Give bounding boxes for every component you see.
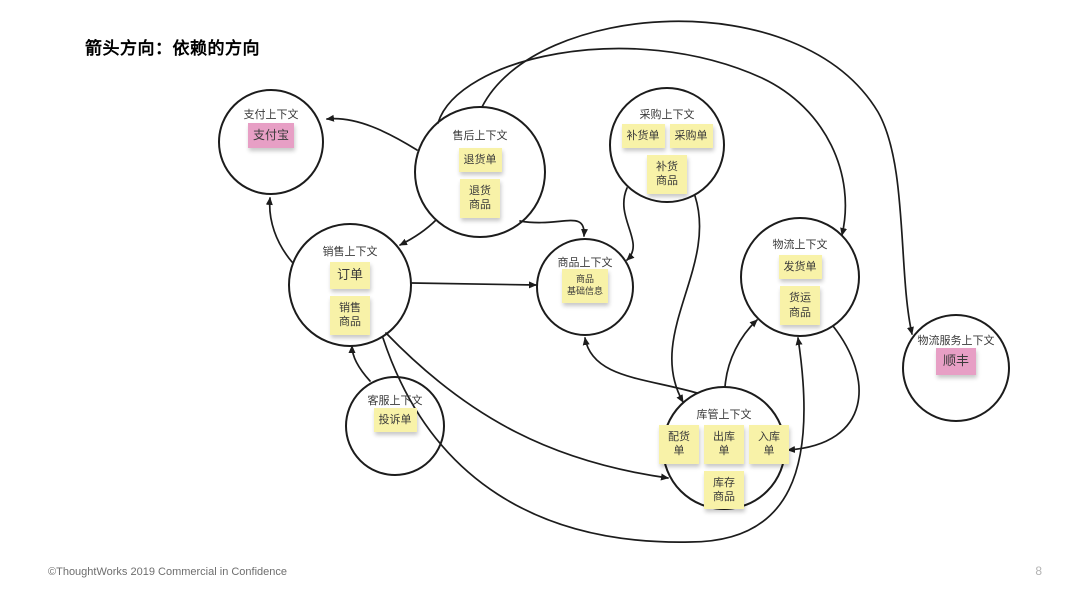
sticky-note: 配货单 (659, 425, 699, 464)
footer-copyright: ©ThoughtWorks 2019 Commercial in Confide… (48, 566, 288, 578)
sticky-notes-customer-service: 投诉单 (347, 407, 443, 433)
arrow-customer-service-to-sales (348, 345, 371, 382)
note-row: 销售 商品 (330, 296, 370, 335)
note-row: 补货单采购单 (621, 123, 713, 149)
sticky-notes-procurement: 补货单采购单补货 商品 (611, 123, 723, 194)
context-circle-aftersales: 售后上下文退货单退货 商品 (414, 106, 546, 238)
sticky-notes-sales: 订单销售 商品 (290, 262, 410, 335)
note-row: 退货 商品 (460, 178, 500, 218)
note-row: 货运 商品 (780, 286, 820, 325)
arrow-aftersales-to-logistics-service (481, 20, 914, 335)
note-row: 商品 基础信息 (561, 269, 608, 303)
sticky-note: 发货单 (778, 254, 822, 280)
sticky-note: 货运 商品 (780, 286, 820, 325)
sticky-note: 补货单 (621, 123, 665, 149)
arrow-sales-to-payment (265, 197, 293, 263)
context-circle-customer-service: 客服上下文投诉单 (345, 376, 445, 476)
context-circle-logistics: 物流上下文发货单货运 商品 (740, 217, 860, 337)
context-circle-logistics-service: 物流服务上下文顺丰 (902, 314, 1010, 422)
sticky-notes-aftersales: 退货单退货 商品 (416, 147, 544, 218)
sticky-note: 投诉单 (373, 407, 417, 433)
context-label-payment: 支付上下文 (243, 109, 299, 122)
sticky-note: 销售 商品 (330, 296, 370, 335)
arrow-sales-to-product (411, 281, 537, 289)
note-row: 发货单 (778, 254, 822, 280)
sticky-note: 订单 (330, 262, 370, 290)
context-label-logistics-service: 物流服务上下文 (917, 334, 995, 347)
context-circle-product: 商品上下文商品 基础信息 (536, 238, 634, 336)
arrow-procurement-to-product (622, 187, 635, 261)
arrow-aftersales-to-product (519, 219, 588, 237)
arrow-aftersales-to-payment (326, 114, 418, 151)
context-circle-warehouse: 库管上下文配货单出库单入库单库存 商品 (659, 386, 789, 510)
sticky-notes-payment: 支付宝 (220, 122, 322, 149)
context-label-sales: 销售上下文 (322, 246, 378, 258)
sticky-notes-warehouse: 配货单出库单入库单库存 商品 (659, 425, 789, 510)
sticky-notes-product: 商品 基础信息 (538, 269, 632, 303)
sticky-note: 库存 商品 (704, 470, 744, 510)
arrow-aftersales-to-sales (399, 219, 437, 246)
context-circle-procurement: 采购上下文补货单采购单补货 商品 (609, 87, 725, 203)
sticky-note: 退货 商品 (460, 178, 500, 218)
arrow-procurement-to-warehouse (671, 195, 701, 403)
context-label-product: 商品上下文 (557, 257, 613, 270)
sticky-note: 入库单 (749, 425, 789, 464)
arrow-warehouse-to-logistics (724, 319, 758, 388)
note-row: 库存 商品 (704, 470, 744, 510)
page-title: 箭头方向：依赖的方向 (85, 39, 260, 58)
sticky-note: 支付宝 (247, 122, 294, 149)
sticky-note: 退货单 (458, 147, 502, 172)
arrow-logistics-to-warehouse (787, 325, 860, 453)
context-label-procurement: 采购上下文 (639, 108, 695, 121)
context-label-customer-service: 客服上下文 (367, 395, 423, 408)
sticky-note: 商品 基础信息 (561, 269, 608, 303)
context-label-aftersales: 售后上下文 (452, 130, 508, 143)
context-label-warehouse: 库管上下文 (696, 409, 752, 421)
context-circle-payment: 支付上下文支付宝 (218, 89, 324, 195)
note-row: 补货 商品 (647, 155, 687, 194)
sticky-notes-logistics: 发货单货运 商品 (742, 254, 858, 325)
note-row: 顺丰 (936, 348, 976, 376)
note-row: 支付宝 (247, 122, 294, 149)
sticky-note: 采购单 (669, 123, 713, 149)
arrow-warehouse-to-product (582, 337, 698, 394)
note-row: 订单 (330, 262, 370, 290)
context-circle-sales: 销售上下文订单销售 商品 (288, 223, 412, 347)
sticky-note: 补货 商品 (647, 155, 687, 194)
arrow-aftersales-to-logistics (437, 47, 847, 236)
note-row: 退货单 (458, 147, 502, 172)
note-row: 投诉单 (373, 407, 417, 433)
note-row: 配货单出库单入库单 (659, 425, 789, 464)
context-label-logistics: 物流上下文 (772, 239, 828, 252)
sticky-note: 出库单 (704, 425, 744, 464)
sticky-note: 顺丰 (936, 348, 976, 376)
sticky-notes-logistics-service: 顺丰 (904, 348, 1008, 376)
arrow-sales-to-warehouse (385, 332, 669, 481)
page-number: 8 (1035, 564, 1042, 578)
